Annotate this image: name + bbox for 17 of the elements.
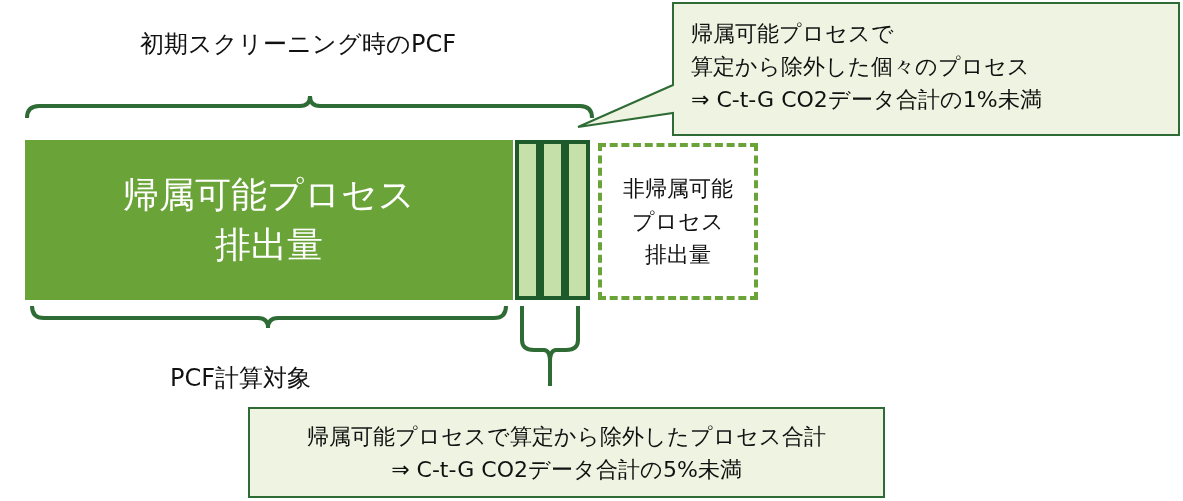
- note-text: プロセス: [632, 208, 724, 236]
- dashed-box: [598, 143, 758, 300]
- note-text: 帰属可能プロセスで: [691, 20, 894, 48]
- note-text: 算定から除外した個々のプロセス: [691, 53, 1030, 81]
- note-box: [248, 407, 885, 498]
- bracket-label: 初期スクリーニング時のPCF: [140, 29, 457, 60]
- callout-box: [575, 2, 1181, 137]
- bar: [515, 140, 540, 300]
- bracket-label: PCF計算対象: [170, 363, 312, 394]
- process-bar: [25, 140, 513, 300]
- note-text: ⇒ C-t-G CO2データ合計の5%未満: [391, 455, 742, 484]
- note-text: 排出量: [645, 241, 711, 269]
- note-text: 非帰属可能: [623, 175, 733, 203]
- note-text: ⇒ C-t-G CO2データ合計の1%未満: [691, 86, 1042, 114]
- bar: [565, 140, 590, 300]
- note-text: 帰属可能プロセスで算定から除外したプロセス合計: [307, 422, 826, 451]
- bar-label: 帰属可能プロセス排出量: [122, 172, 416, 267]
